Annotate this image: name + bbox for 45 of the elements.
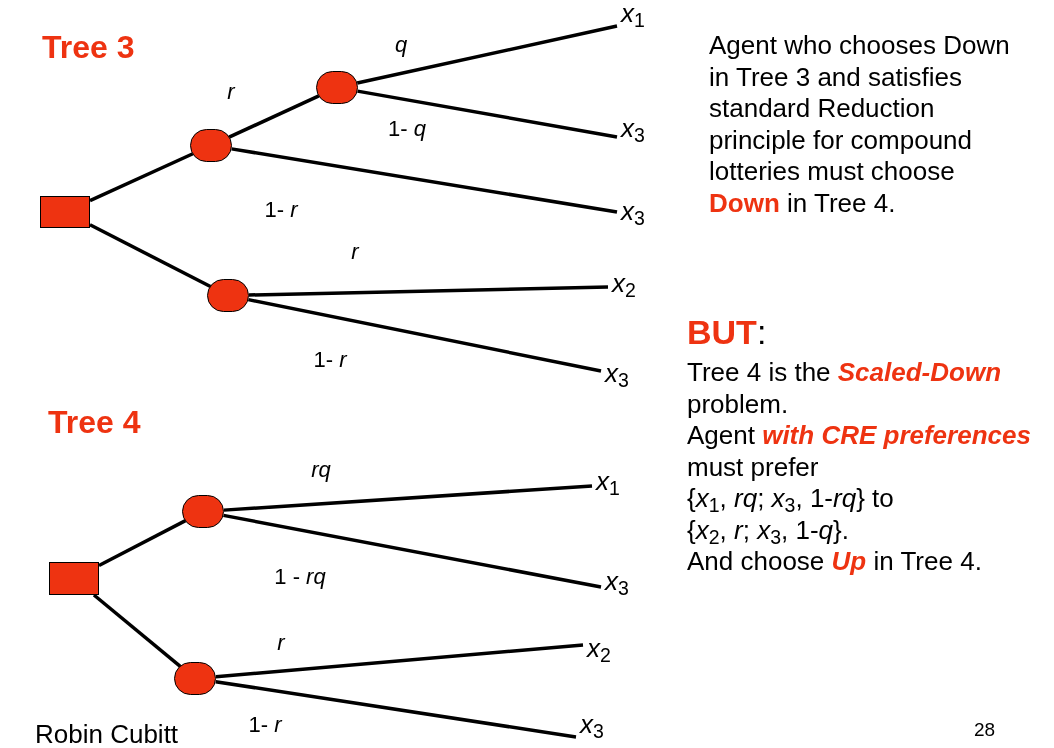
probability-label: 1- r	[264, 198, 298, 222]
lottery-text: {x$_{1}$, rq; x$_{3}$, 1-rq} to	[687, 483, 894, 515]
probability-label: q	[394, 33, 408, 57]
branch-line	[248, 297, 602, 373]
explanation-text: Tree 4 is the Scaled-Down problem.	[687, 357, 1003, 420]
outcome-label: x$_{2}$	[587, 635, 611, 663]
lottery-text: {x$_{2}$, r; x$_{3}$, 1-q}.	[687, 515, 849, 547]
branch-line	[231, 147, 618, 214]
probability-label: r	[227, 80, 235, 104]
outcome-label: x$_{3}$	[580, 711, 604, 739]
tree-title: Tree 3	[42, 29, 135, 65]
outcome-label: x$_{3}$	[621, 198, 645, 226]
probability-label: rq	[311, 458, 331, 482]
probability-label: r	[351, 240, 359, 264]
probability-label: 1- q	[388, 117, 426, 141]
outcome-label: x$_{3}$	[605, 360, 629, 388]
probability-label: 1 - rq	[274, 565, 326, 589]
branch-line	[215, 643, 584, 679]
branch-line	[357, 89, 618, 139]
probability-label: 1- r	[248, 713, 282, 737]
branch-line	[356, 24, 618, 85]
heading-text: BUT:	[687, 312, 767, 352]
branch-line	[248, 285, 609, 297]
outcome-label: x$_{1}$	[621, 0, 645, 28]
branch-line	[89, 223, 212, 289]
outcome-label: x$_{1}$	[596, 468, 620, 496]
outcome-label: x$_{3}$	[621, 115, 645, 143]
decision-node-square	[49, 562, 99, 595]
explanation-text: And choose Up in Tree 4.	[687, 546, 982, 578]
outcome-label: x$_{3}$	[605, 568, 629, 596]
branch-line	[223, 484, 593, 512]
probability-label: 1- r	[313, 348, 347, 372]
probability-label: r	[277, 631, 285, 655]
tree-title: Tree 4	[48, 404, 141, 440]
page-number: 28	[974, 719, 996, 741]
decision-node-square	[40, 196, 90, 228]
explanation-text: Agent who chooses Down in Tree 3 and satisfies standard Reduction principle for compound lotteries must choose Down in Tree 4.	[709, 30, 1011, 219]
branch-line	[215, 679, 577, 739]
branch-line	[98, 519, 187, 568]
branch-line	[92, 593, 182, 668]
author-name: Robin Cubitt	[35, 721, 179, 747]
branch-line	[223, 513, 602, 589]
branch-line	[228, 94, 320, 139]
branch-line	[89, 152, 194, 203]
outcome-label: x$_{2}$	[612, 270, 636, 298]
